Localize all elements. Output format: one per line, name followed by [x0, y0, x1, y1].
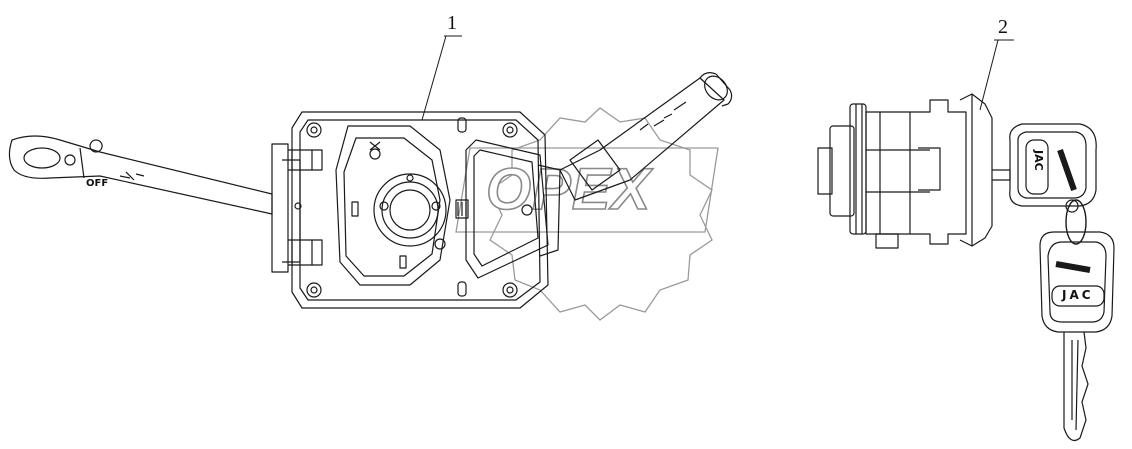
wiper-stalk [559, 72, 733, 201]
switch-housing [291, 111, 549, 309]
light-switch-stalk [8, 135, 273, 215]
spare-key-brand-label: JAC [1062, 288, 1094, 302]
callout-1: 1 [447, 12, 457, 34]
column-hub [335, 125, 451, 286]
stalk-off-label: OFF [86, 178, 109, 189]
key-in-lock [1009, 123, 1097, 213]
spare-key [1039, 231, 1115, 441]
callout-2: 2 [998, 16, 1008, 38]
lock-cylinder [817, 93, 1011, 249]
wiper-switch-module [455, 139, 561, 279]
key-ring [1065, 199, 1087, 245]
watermark-text: OPEX [485, 156, 652, 223]
key-brand-label: JAC [1032, 150, 1045, 171]
